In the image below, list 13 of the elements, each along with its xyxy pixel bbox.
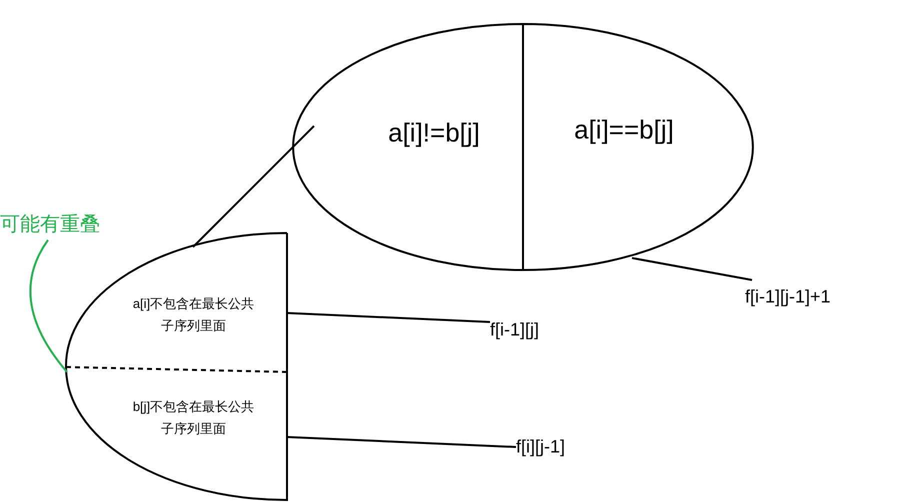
region-label: a[i]!=b[j]: [387, 118, 481, 148]
formula-text: f[i-1][j-1]+1: [745, 280, 897, 310]
leader-line: [29, 239, 68, 373]
leader-line: [192, 125, 315, 248]
leader-line: [632, 257, 752, 281]
leader-line: [286, 436, 516, 448]
formula-text: f[i][j-1]: [516, 432, 616, 462]
region-label: b[j]不包含在最长公共子序列里面: [132, 398, 256, 438]
region-label: a[i]不包含在最长公共子序列里面: [132, 295, 256, 335]
formula-text: f[i-1][j]: [490, 308, 600, 338]
annotation-text: 可能有重叠: [0, 208, 120, 240]
region-label: a[i]==b[j]: [573, 114, 675, 146]
leader-line: [286, 312, 490, 323]
